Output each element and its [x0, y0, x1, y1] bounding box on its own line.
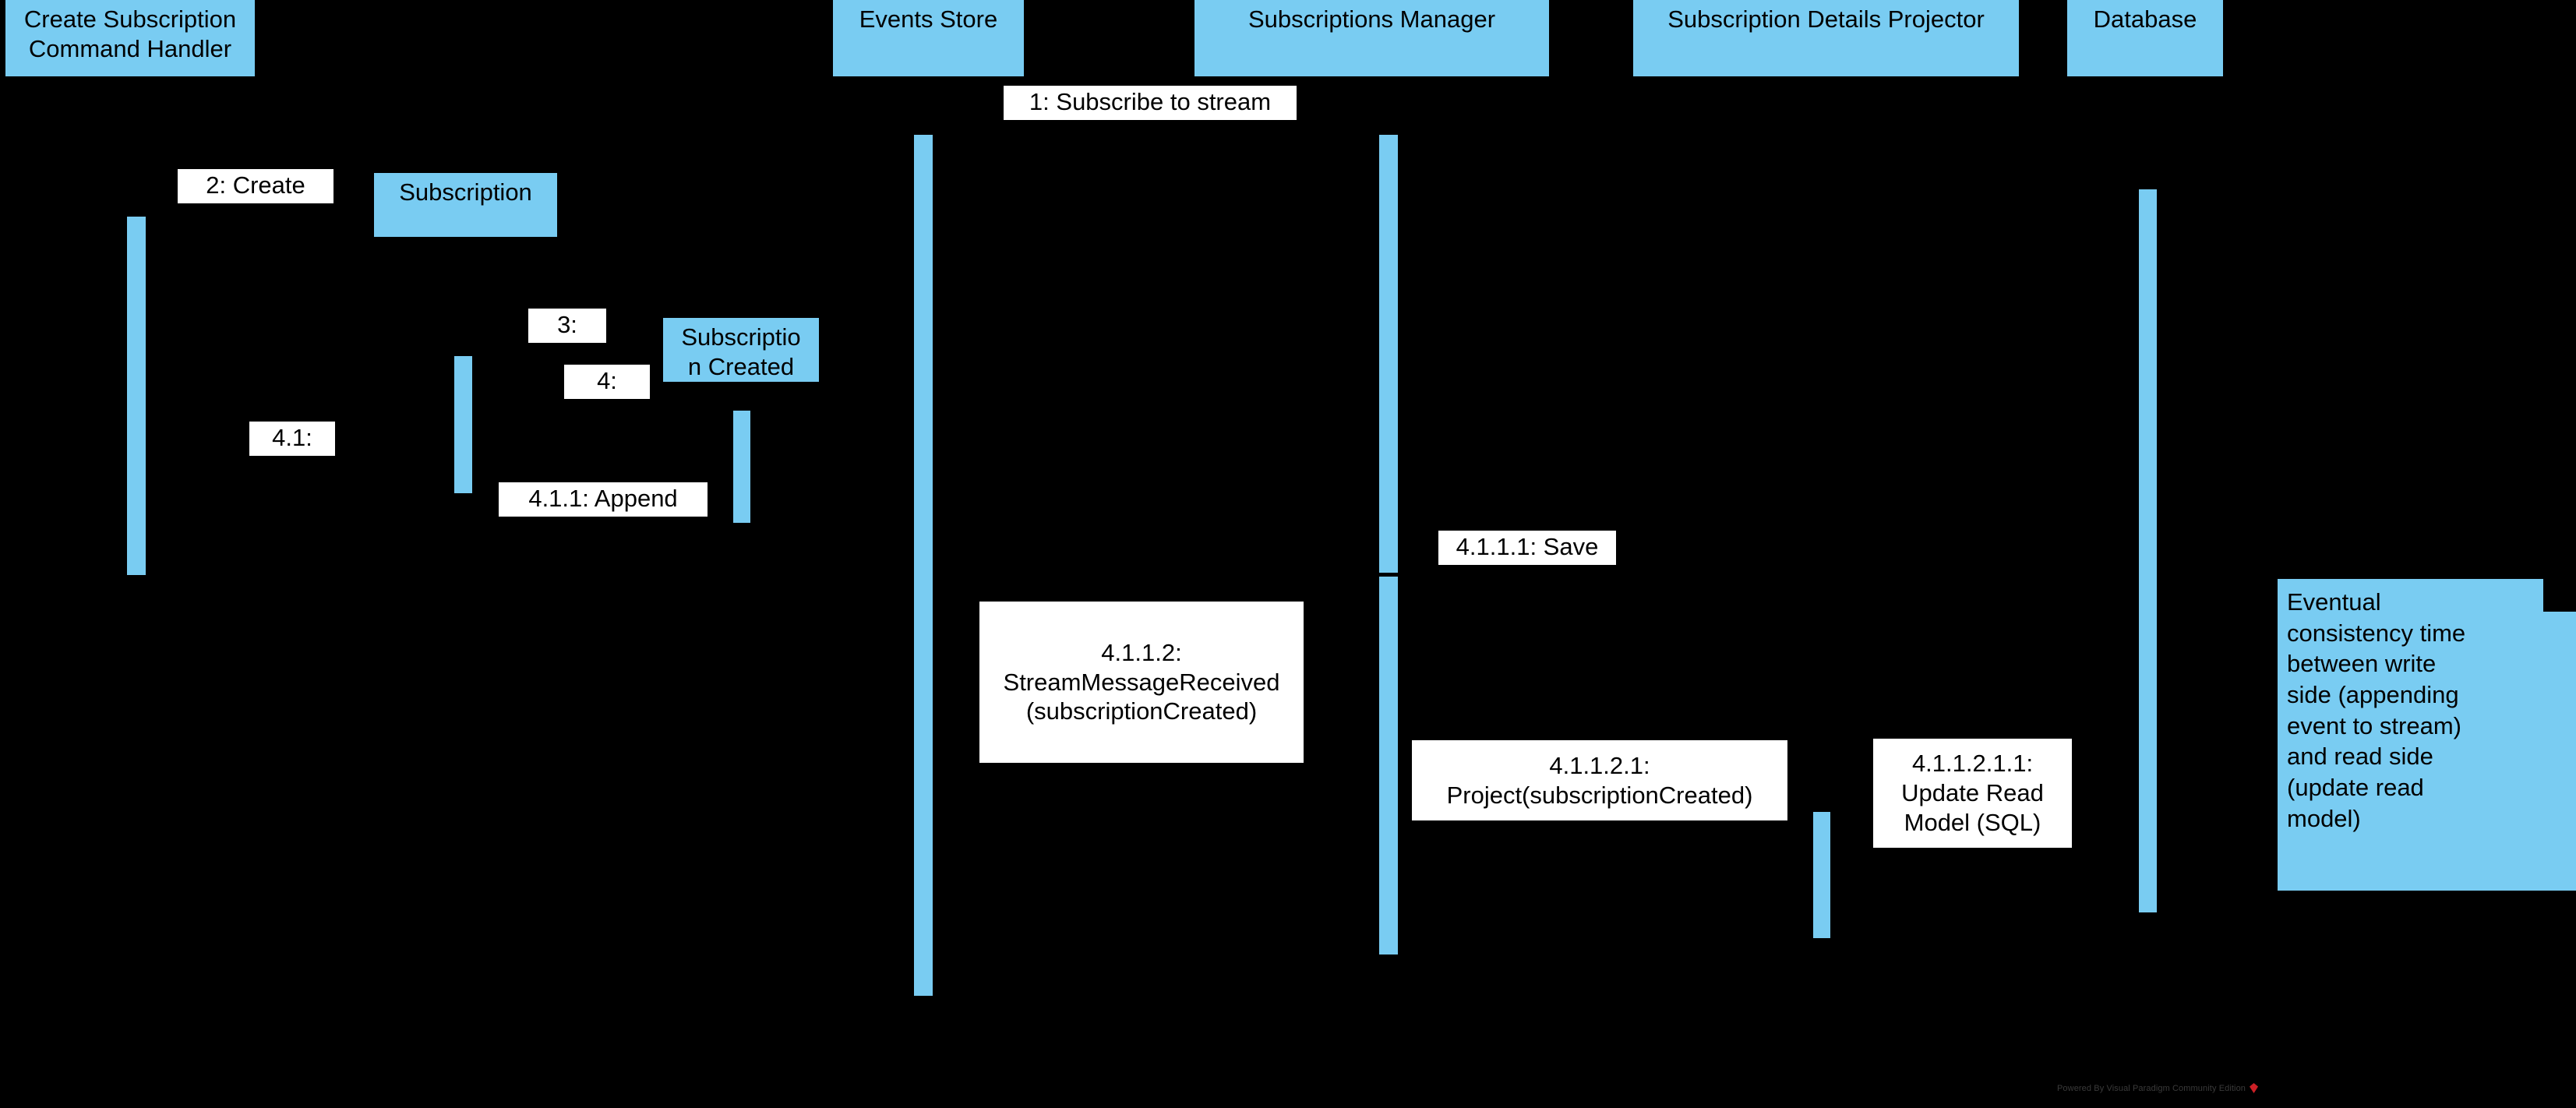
lifeline-head-subscription[interactable]: Subscription	[374, 173, 557, 237]
lifeline-head-subscription-details-projector[interactable]: Subscription Details Projector	[1633, 0, 2019, 76]
lifeline-head-create-subscription-command-handler[interactable]: Create Subscription Command Handler	[5, 0, 255, 76]
visual-paradigm-logo-icon	[2250, 1083, 2259, 1093]
message-label-4-1-1-2-stream-message-received[interactable]: 4.1.1.2: StreamMessageReceived (subscrip…	[979, 602, 1304, 763]
message-label-3[interactable]: 3:	[528, 309, 606, 343]
note-eventual-consistency[interactable]: Eventual consistency time between write …	[2278, 579, 2576, 891]
message-label-4-1[interactable]: 4.1:	[249, 422, 335, 456]
message-label-4[interactable]: 4:	[564, 365, 650, 399]
activation-bar-create-subscription-command-handler[interactable]	[127, 217, 146, 575]
watermark: Powered By Visual Paradigm Community Edi…	[2057, 1083, 2259, 1093]
message-label-4-1-1-append[interactable]: 4.1.1: Append	[499, 482, 708, 517]
lifeline-head-events-store[interactable]: Events Store	[833, 0, 1024, 76]
activation-bar-subscriptions-manager-1[interactable]	[1379, 135, 1398, 573]
lifeline-head-subscription-created[interactable]: Subscriptio n Created	[663, 318, 819, 382]
message-label-4-1-1-1-save[interactable]: 4.1.1.1: Save	[1438, 531, 1616, 565]
lifeline-head-subscriptions-manager[interactable]: Subscriptions Manager	[1194, 0, 1549, 76]
message-label-4-1-1-2-1-1-update-read-model[interactable]: 4.1.1.2.1.1: Update Read Model (SQL)	[1873, 739, 2072, 848]
activation-bar-subscription[interactable]	[454, 356, 472, 493]
activation-bar-subscription-details-projector[interactable]	[1813, 812, 1830, 938]
activation-bar-events-store[interactable]	[914, 135, 933, 996]
activation-bar-database[interactable]	[2139, 189, 2157, 912]
lifeline-head-database[interactable]: Database	[2067, 0, 2223, 76]
watermark-text: Powered By Visual Paradigm Community Edi…	[2057, 1083, 2246, 1093]
message-label-4-1-1-2-1-project[interactable]: 4.1.1.2.1: Project(subscriptionCreated)	[1412, 740, 1787, 820]
activation-bar-subscriptions-manager-2[interactable]	[1379, 577, 1398, 955]
activation-bar-subscription-created[interactable]	[733, 411, 750, 523]
message-label-subscribe-to-stream[interactable]: 1: Subscribe to stream	[1004, 86, 1297, 120]
message-label-create[interactable]: 2: Create	[178, 169, 333, 203]
